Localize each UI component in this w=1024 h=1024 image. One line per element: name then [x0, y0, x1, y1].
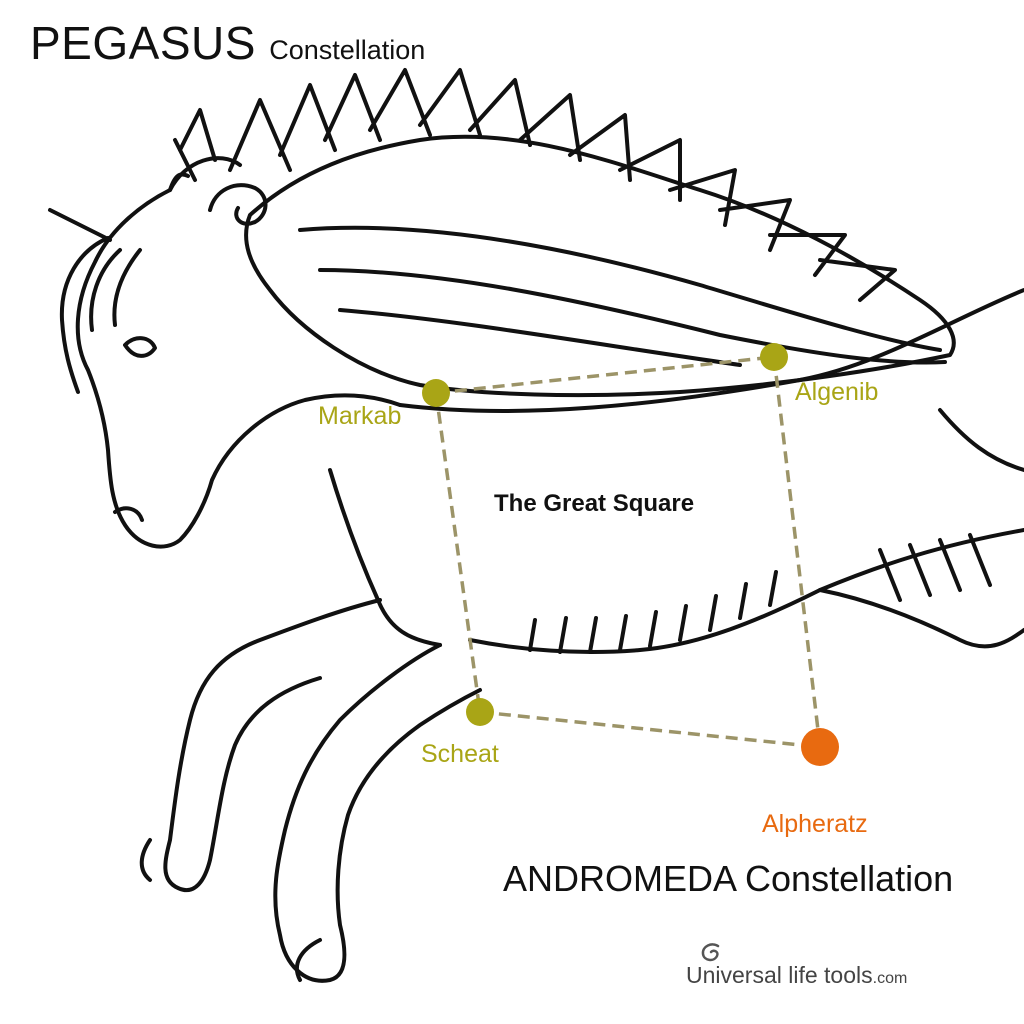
- asterism-line-algenib-alpheratz: [772, 356, 822, 748]
- page-title: PEGASUS Constellation: [30, 16, 425, 70]
- constellation-name: PEGASUS: [30, 17, 256, 69]
- star-scheat: [466, 698, 494, 726]
- constellation-suffix: Constellation: [269, 35, 426, 65]
- star-label-scheat: Scheat: [421, 740, 499, 768]
- star-algenib: [760, 343, 788, 371]
- brand-wordmark[interactable]: Universal life tools.com: [686, 962, 907, 989]
- asterism-line-scheat-alpheratz: [479, 710, 821, 749]
- swirl-logo-icon: [701, 943, 720, 962]
- star-markab: [422, 379, 450, 407]
- brand-domain: .com: [872, 970, 908, 987]
- asterism-line-markab-algenib: [435, 355, 775, 395]
- star-label-alpheratz: Alpheratz: [762, 810, 868, 838]
- andromeda-constellation-label: ANDROMEDA Constellation: [503, 858, 954, 899]
- brand-name: Universal life tools: [686, 962, 873, 988]
- great-square-label: The Great Square: [494, 490, 695, 517]
- star-label-algenib: Algenib: [795, 378, 879, 406]
- star-label-markab: Markab: [318, 402, 402, 430]
- asterism-line-markab-scheat: [434, 392, 482, 713]
- star-alpheratz: [801, 728, 839, 766]
